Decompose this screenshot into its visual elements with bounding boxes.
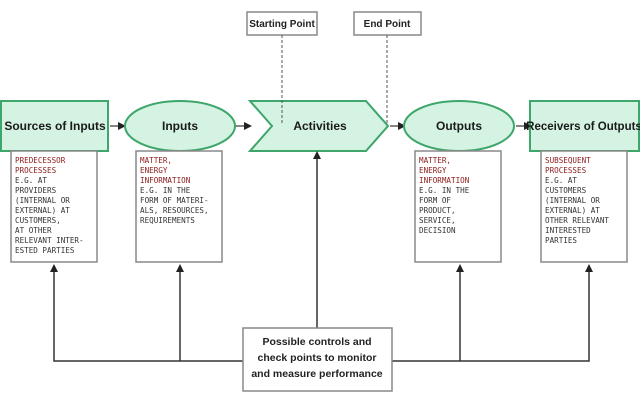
- control-lines: [53, 159, 590, 362]
- note-line-sources-8: RELEVANT INTER-: [15, 236, 84, 245]
- note-line-sources-7: AT OTHER: [15, 226, 52, 235]
- controls-line-2: check points to monitor: [257, 352, 376, 364]
- note-line-outputs-7: DECISION: [419, 226, 456, 235]
- note-box-outputs: [414, 150, 502, 263]
- controls-line-3: and measure performance: [251, 368, 382, 380]
- label-sources-of-inputs: Sources of Inputs: [4, 119, 106, 133]
- note-line-sources-0: PREDECESSOR: [15, 156, 66, 165]
- note-line-receivers-8: PARTIES: [545, 236, 577, 245]
- note-line-inputs-4: FORM OF MATERI-: [140, 196, 209, 205]
- note-box-inputs: [135, 150, 223, 263]
- note-line-receivers-4: (INTERNAL OR: [545, 196, 600, 205]
- note-line-inputs-0: MATTER,: [140, 156, 172, 165]
- label-activities: Activities: [293, 119, 347, 133]
- note-line-receivers-7: INTERESTED: [545, 226, 591, 235]
- note-line-receivers-3: CUSTOMERS: [545, 186, 587, 195]
- node-receivers-of-outputs: [529, 100, 640, 152]
- note-line-outputs-1: ENERGY: [419, 166, 447, 175]
- controls-line-1: Possible controls and: [262, 336, 371, 348]
- note-line-sources-9: ESTED PARTIES: [15, 246, 75, 255]
- note-line-inputs-3: E.G. IN THE: [140, 186, 191, 195]
- note-line-inputs-1: ENERGY: [140, 166, 168, 175]
- note-line-outputs-3: E.G. IN THE: [419, 186, 470, 195]
- note-line-sources-5: EXTERNAL) AT: [15, 206, 70, 215]
- note-line-outputs-6: SERVICE,: [419, 216, 456, 225]
- label-inputs: Inputs: [162, 119, 198, 133]
- starting-point-label: Starting Point: [249, 19, 315, 30]
- note-line-receivers-6: OTHER RELEVANT: [545, 216, 609, 225]
- end-point-label: End Point: [364, 19, 411, 30]
- label-outputs: Outputs: [436, 119, 482, 133]
- note-box-receivers: [540, 150, 628, 263]
- control-arrowheads: [50, 151, 593, 272]
- note-line-sources-6: CUSTOMERS,: [15, 216, 61, 225]
- controls-box: [242, 327, 393, 392]
- note-line-receivers-5: EXTERNAL) AT: [545, 206, 600, 215]
- node-activities: [247, 100, 390, 152]
- note-line-inputs-5: ALS, RESOURCES,: [140, 206, 209, 215]
- note-line-outputs-5: PRODUCT,: [419, 206, 456, 215]
- label-receivers-of-outputs: Receivers of Outputs: [526, 121, 640, 133]
- note-line-inputs-6: REQUIREMENTS: [140, 216, 195, 225]
- note-line-outputs-0: MATTER,: [419, 156, 451, 165]
- note-line-receivers-1: PROCESSES: [545, 166, 587, 175]
- note-line-sources-2: E.G. AT: [15, 176, 47, 185]
- note-line-sources-4: (INTERNAL OR: [15, 196, 70, 205]
- note-line-receivers-2: E.G. AT: [545, 176, 577, 185]
- note-line-receivers-0: SUBSEQUENT: [545, 156, 591, 165]
- node-sources-of-inputs: [0, 100, 109, 152]
- note-line-outputs-4: FORM OF: [419, 196, 451, 205]
- note-box-sources: [10, 150, 98, 263]
- note-line-sources-1: PROCESSES: [15, 166, 57, 175]
- note-line-sources-3: PROVIDERS: [15, 186, 57, 195]
- note-line-inputs-2: INFORMATION: [140, 176, 191, 185]
- note-line-outputs-2: INFORMATION: [419, 176, 470, 185]
